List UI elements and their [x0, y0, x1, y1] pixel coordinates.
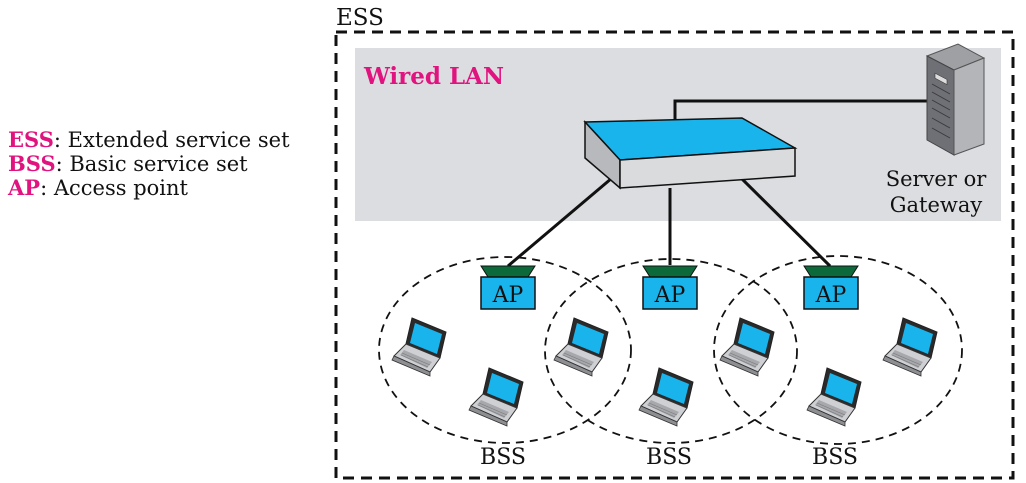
- legend-abbr: AP: [8, 175, 41, 200]
- bss-area-1: [378, 256, 632, 444]
- bss-label-2: BSS: [646, 445, 692, 470]
- legend-desc: : Access point: [40, 176, 188, 200]
- legend-item-bss: BSS: Basic service set: [8, 151, 290, 177]
- laptop-icon: [553, 317, 609, 377]
- server-label-line-2: Gateway: [890, 193, 983, 217]
- ap-label: AP: [492, 283, 524, 308]
- access-point-3: AP: [803, 265, 859, 310]
- legend-item-ess: ESS: Extended service set: [8, 127, 290, 153]
- laptop-icon: [391, 317, 447, 377]
- laptop-icon: [719, 317, 775, 377]
- legend-abbr: BSS: [8, 151, 56, 176]
- legend-desc: : Basic service set: [55, 152, 248, 176]
- ap-label: AP: [815, 283, 847, 308]
- access-point-icon: [803, 265, 859, 278]
- ap-label: AP: [654, 283, 686, 308]
- wired-lan-label: Wired LAN: [363, 63, 504, 90]
- access-point-1: AP: [480, 265, 536, 310]
- legend: ESS: Extended service set BSS: Basic ser…: [8, 127, 290, 201]
- ess-boundary: [334, 30, 1015, 480]
- bss-area-2: [544, 258, 798, 444]
- bss-area-3: [713, 255, 963, 445]
- switch-icon: [583, 117, 798, 190]
- wired-links: [507, 99, 930, 268]
- access-point-icon: [480, 265, 536, 278]
- legend-item-ap: AP: Access point: [8, 175, 290, 201]
- bss-label-3: BSS: [812, 445, 858, 470]
- legend-desc: : Extended service set: [53, 128, 290, 152]
- ap-link-1: [507, 165, 626, 268]
- legend-abbr: ESS: [8, 127, 54, 152]
- ess-label: ESS: [336, 5, 384, 31]
- ap-link-3: [735, 172, 832, 268]
- laptop-icon: [468, 367, 524, 427]
- access-point-2: AP: [642, 265, 698, 310]
- laptop-icon: [882, 317, 938, 377]
- laptop-icon: [638, 367, 694, 427]
- server-label-line-1: Server or: [886, 167, 988, 191]
- bss-label-1: BSS: [480, 445, 526, 470]
- laptop-icon: [806, 367, 862, 427]
- server-icon: [925, 43, 986, 156]
- bss-areas: [378, 255, 963, 445]
- switch-front: [619, 147, 796, 189]
- access-point-icon: [642, 265, 698, 278]
